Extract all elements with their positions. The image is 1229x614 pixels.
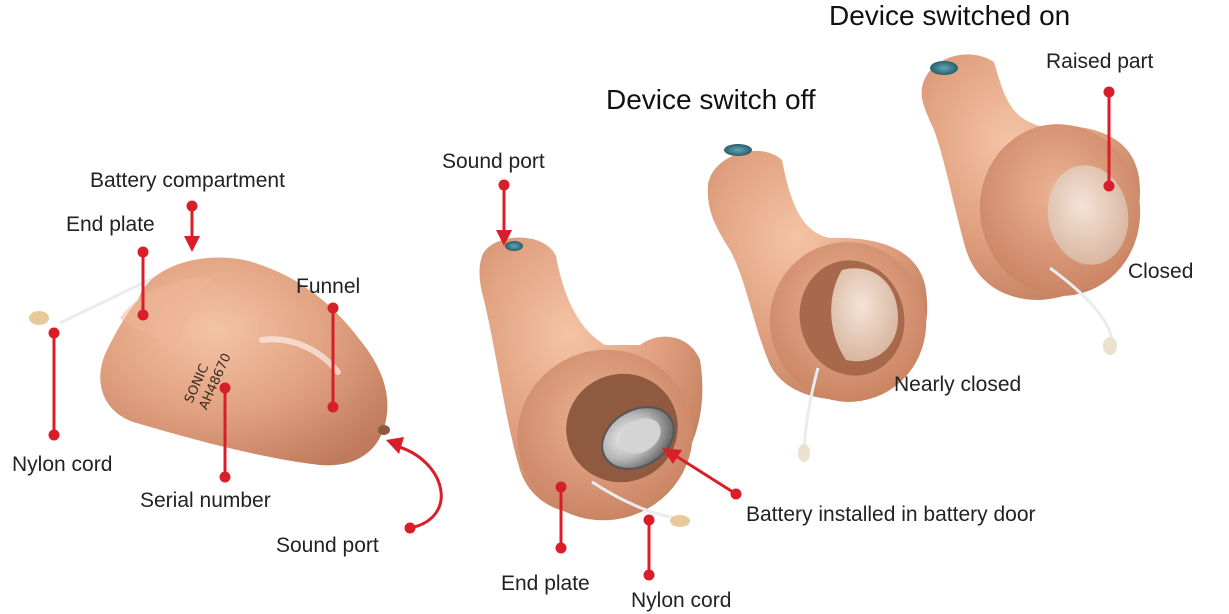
device-4 bbox=[921, 54, 1141, 355]
device-3-nylon-cord bbox=[802, 367, 820, 449]
pointer-end-plate-2 bbox=[555, 481, 567, 554]
pointer-nylon-cord-1 bbox=[48, 327, 60, 441]
device-3-battery-door bbox=[831, 268, 898, 362]
pointer-funnel bbox=[327, 302, 339, 413]
label-funnel: Funnel bbox=[296, 275, 361, 298]
label-sound-port-2: Sound port bbox=[442, 150, 545, 173]
label-nylon-cord-1: Nylon cord bbox=[12, 453, 113, 476]
device-2-nylon-cord bbox=[591, 480, 677, 520]
label-nearly-closed: Nearly closed bbox=[894, 373, 1022, 396]
pointer-sound-port-2 bbox=[496, 179, 512, 246]
pointer-raised-part bbox=[1103, 86, 1115, 192]
pointer-battery bbox=[662, 448, 742, 500]
pointer-nylon-cord-2 bbox=[643, 514, 655, 581]
title-switched-on: Device switched on bbox=[829, 0, 1071, 31]
pointers bbox=[48, 86, 1115, 581]
pointer-battery-compartment bbox=[184, 200, 200, 252]
title-switched-off: Device switch off bbox=[606, 84, 816, 115]
device-3-sound-port bbox=[724, 144, 752, 156]
label-battery-compartment: Battery compartment bbox=[90, 169, 285, 192]
label-end-plate-1: End plate bbox=[66, 213, 155, 236]
device-2-sound-port-hole bbox=[505, 241, 523, 251]
pointer-sound-port-1 bbox=[386, 437, 443, 534]
pointer-end-plate-1 bbox=[137, 246, 149, 321]
device-2 bbox=[479, 237, 703, 527]
device-3 bbox=[707, 144, 928, 462]
device-1-end-plate bbox=[120, 277, 212, 345]
label-nylon-cord-2: Nylon cord bbox=[631, 589, 732, 612]
device-2-battery-center bbox=[619, 418, 661, 454]
label-raised-part: Raised part bbox=[1046, 50, 1154, 73]
label-end-plate-2: End plate bbox=[501, 572, 590, 595]
label-sound-port-1: Sound port bbox=[276, 534, 379, 557]
device-3-cord-tip bbox=[798, 444, 810, 462]
label-serial-number: Serial number bbox=[140, 489, 271, 512]
device-1-cord-tip bbox=[29, 311, 49, 325]
device-4-cord-tip bbox=[1103, 337, 1117, 355]
label-battery: Battery installed in battery door bbox=[746, 503, 1036, 526]
device-4-sound-port bbox=[930, 61, 958, 75]
device-1-sound-port-hole bbox=[378, 425, 390, 435]
pointer-serial-number bbox=[219, 382, 231, 483]
device-2-cord-tip bbox=[670, 515, 690, 527]
device-4-nylon-cord bbox=[1049, 266, 1114, 341]
label-closed: Closed bbox=[1128, 260, 1194, 283]
device-1: SONIC AH48670 bbox=[29, 257, 390, 466]
